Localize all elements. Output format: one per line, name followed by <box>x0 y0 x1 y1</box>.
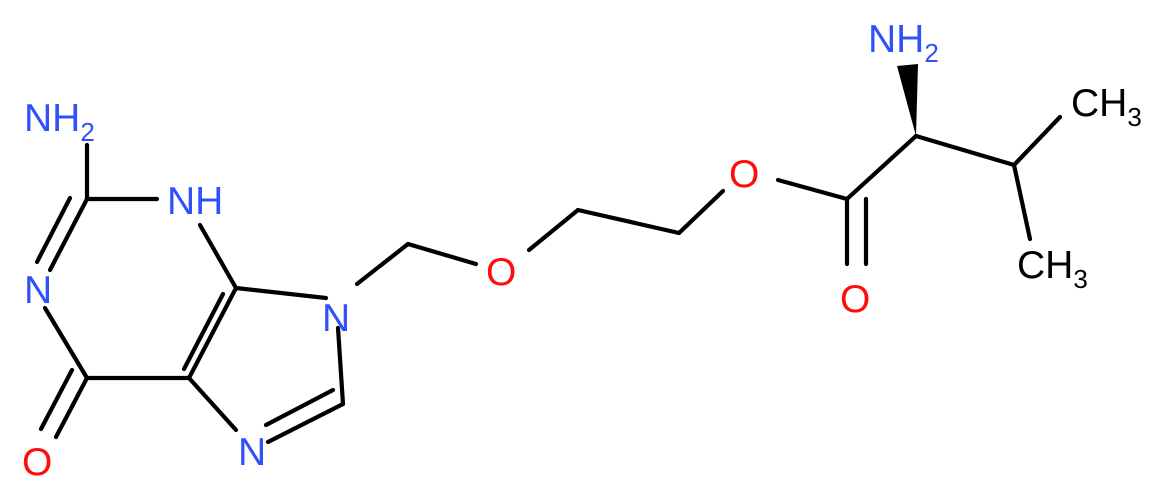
bond-calpha-cbeta <box>913 133 1017 168</box>
bond-n7-c5 <box>186 375 239 433</box>
bond-ch2-oether <box>405 241 479 267</box>
bond-n9-ch2 <box>354 241 411 287</box>
atom-n7: N <box>238 431 266 474</box>
bond-c-c <box>575 207 682 236</box>
atom-methyl-lower: CH3 <box>1017 244 1088 294</box>
bond-c6-n9 <box>233 285 329 301</box>
atom-nh-ring: NH <box>167 180 223 223</box>
bond-oether-c <box>526 207 581 253</box>
atom-methyl-upper: CH3 <box>1071 82 1142 132</box>
atom-n9: N <box>322 297 350 340</box>
bond-c8-n7-b <box>263 387 336 428</box>
bond-c8-n7-a <box>265 401 346 445</box>
stereo-wedge-bond <box>897 64 918 136</box>
bond-oester-ccarbonyl <box>775 177 850 202</box>
bond-c4-o-a <box>53 375 90 440</box>
atom-o-carbonyl-ring: O <box>22 441 52 484</box>
bond-cbeta-ch3-lower <box>1011 162 1033 242</box>
bond-n9-c8 <box>335 325 346 407</box>
bond-layer <box>34 64 1063 445</box>
bond-c2-n3-b <box>34 195 73 265</box>
atom-label-layer: NH2 NH N N N O O O O NH2 CH3 CH3 <box>22 18 1142 484</box>
bond-c2-n3-a <box>47 196 90 273</box>
atom-o-ester-carbonyl: O <box>840 278 870 321</box>
bond-n3-c4 <box>42 305 90 381</box>
atom-n-ring-left: N <box>24 269 52 312</box>
atom-amine-valine: NH2 <box>868 18 939 68</box>
bond-n1-c6 <box>197 222 239 291</box>
bond-c6-c5-b <box>181 291 226 372</box>
bond-ccarbonyl-calpha <box>844 133 919 202</box>
bond-c-oester <box>676 188 726 236</box>
atom-o-ether: O <box>486 251 516 294</box>
atom-o-ester: O <box>729 153 759 196</box>
bond-c4-o-b <box>38 367 75 432</box>
bond-cbeta-ch3-upper <box>1011 114 1063 168</box>
atom-amine-guanine: NH2 <box>24 97 95 147</box>
bond-c6-c5-a <box>186 285 239 381</box>
